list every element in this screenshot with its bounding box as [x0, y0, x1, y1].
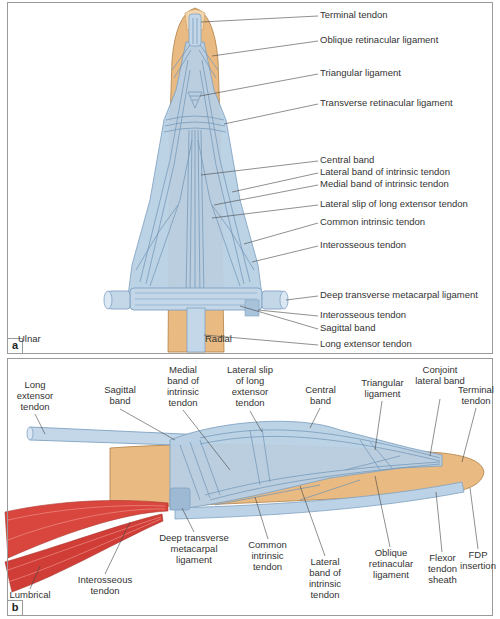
- part-label: Interosseous tendon: [320, 240, 495, 251]
- part-label: Terminal tendon: [455, 385, 497, 407]
- panel-letter: b: [8, 600, 23, 615]
- part-label: Transverse retinacular ligament: [320, 98, 495, 109]
- part-label: Interosseous tendon: [320, 310, 495, 321]
- part-label: Deep transverse metacarpal ligament: [320, 290, 495, 301]
- part-label: Sagittal band: [95, 385, 145, 407]
- part-label: Lateral band of intrinsic tendon: [320, 167, 495, 178]
- part-label: Lateral slip of long extensor tendon: [222, 365, 278, 409]
- dorsal-finger: [104, 8, 288, 352]
- part-label: Medial band of intrinsic tendon: [158, 365, 208, 409]
- part-label: Triangular ligament: [320, 68, 495, 79]
- leader-lines-b: [30, 399, 478, 589]
- part-label: Radial: [205, 334, 250, 345]
- part-label: Central band: [298, 385, 343, 407]
- lateral-finger: [5, 421, 484, 592]
- part-label: Long extensor tendon: [10, 380, 60, 413]
- part-label: Triangular ligament: [355, 378, 410, 400]
- part-label: Oblique retinacular ligament: [320, 35, 495, 46]
- part-label: Lateral band of intrinsic tendon: [300, 557, 350, 601]
- part-label: Oblique retinacular ligament: [362, 548, 420, 581]
- part-label: Common intrinsic tendon: [320, 217, 495, 228]
- panel-frame: a: [7, 2, 493, 354]
- part-label: Flexor tendon sheath: [420, 553, 465, 586]
- leader-lines-a: [200, 16, 318, 345]
- part-label: Common intrinsic tendon: [240, 540, 295, 573]
- part-label: Sagittal band: [320, 323, 495, 334]
- part-label: Lumbrical: [5, 590, 55, 601]
- part-label: Lateral slip of long extensor tendon: [320, 199, 495, 210]
- part-label: Conjoint lateral band: [415, 365, 465, 387]
- part-label: Deep transverse metacarpal ligament: [158, 533, 230, 566]
- part-label: Central band: [320, 155, 495, 166]
- part-label: FDP insertion: [458, 550, 498, 572]
- part-label: Interosseous tendon: [75, 575, 135, 597]
- part-label: Terminal tendon: [320, 10, 495, 21]
- part-label: Medial band of intrinsic tendon: [320, 179, 495, 190]
- part-label: Ulnar: [18, 334, 63, 345]
- part-label: Long extensor tendon: [320, 339, 495, 350]
